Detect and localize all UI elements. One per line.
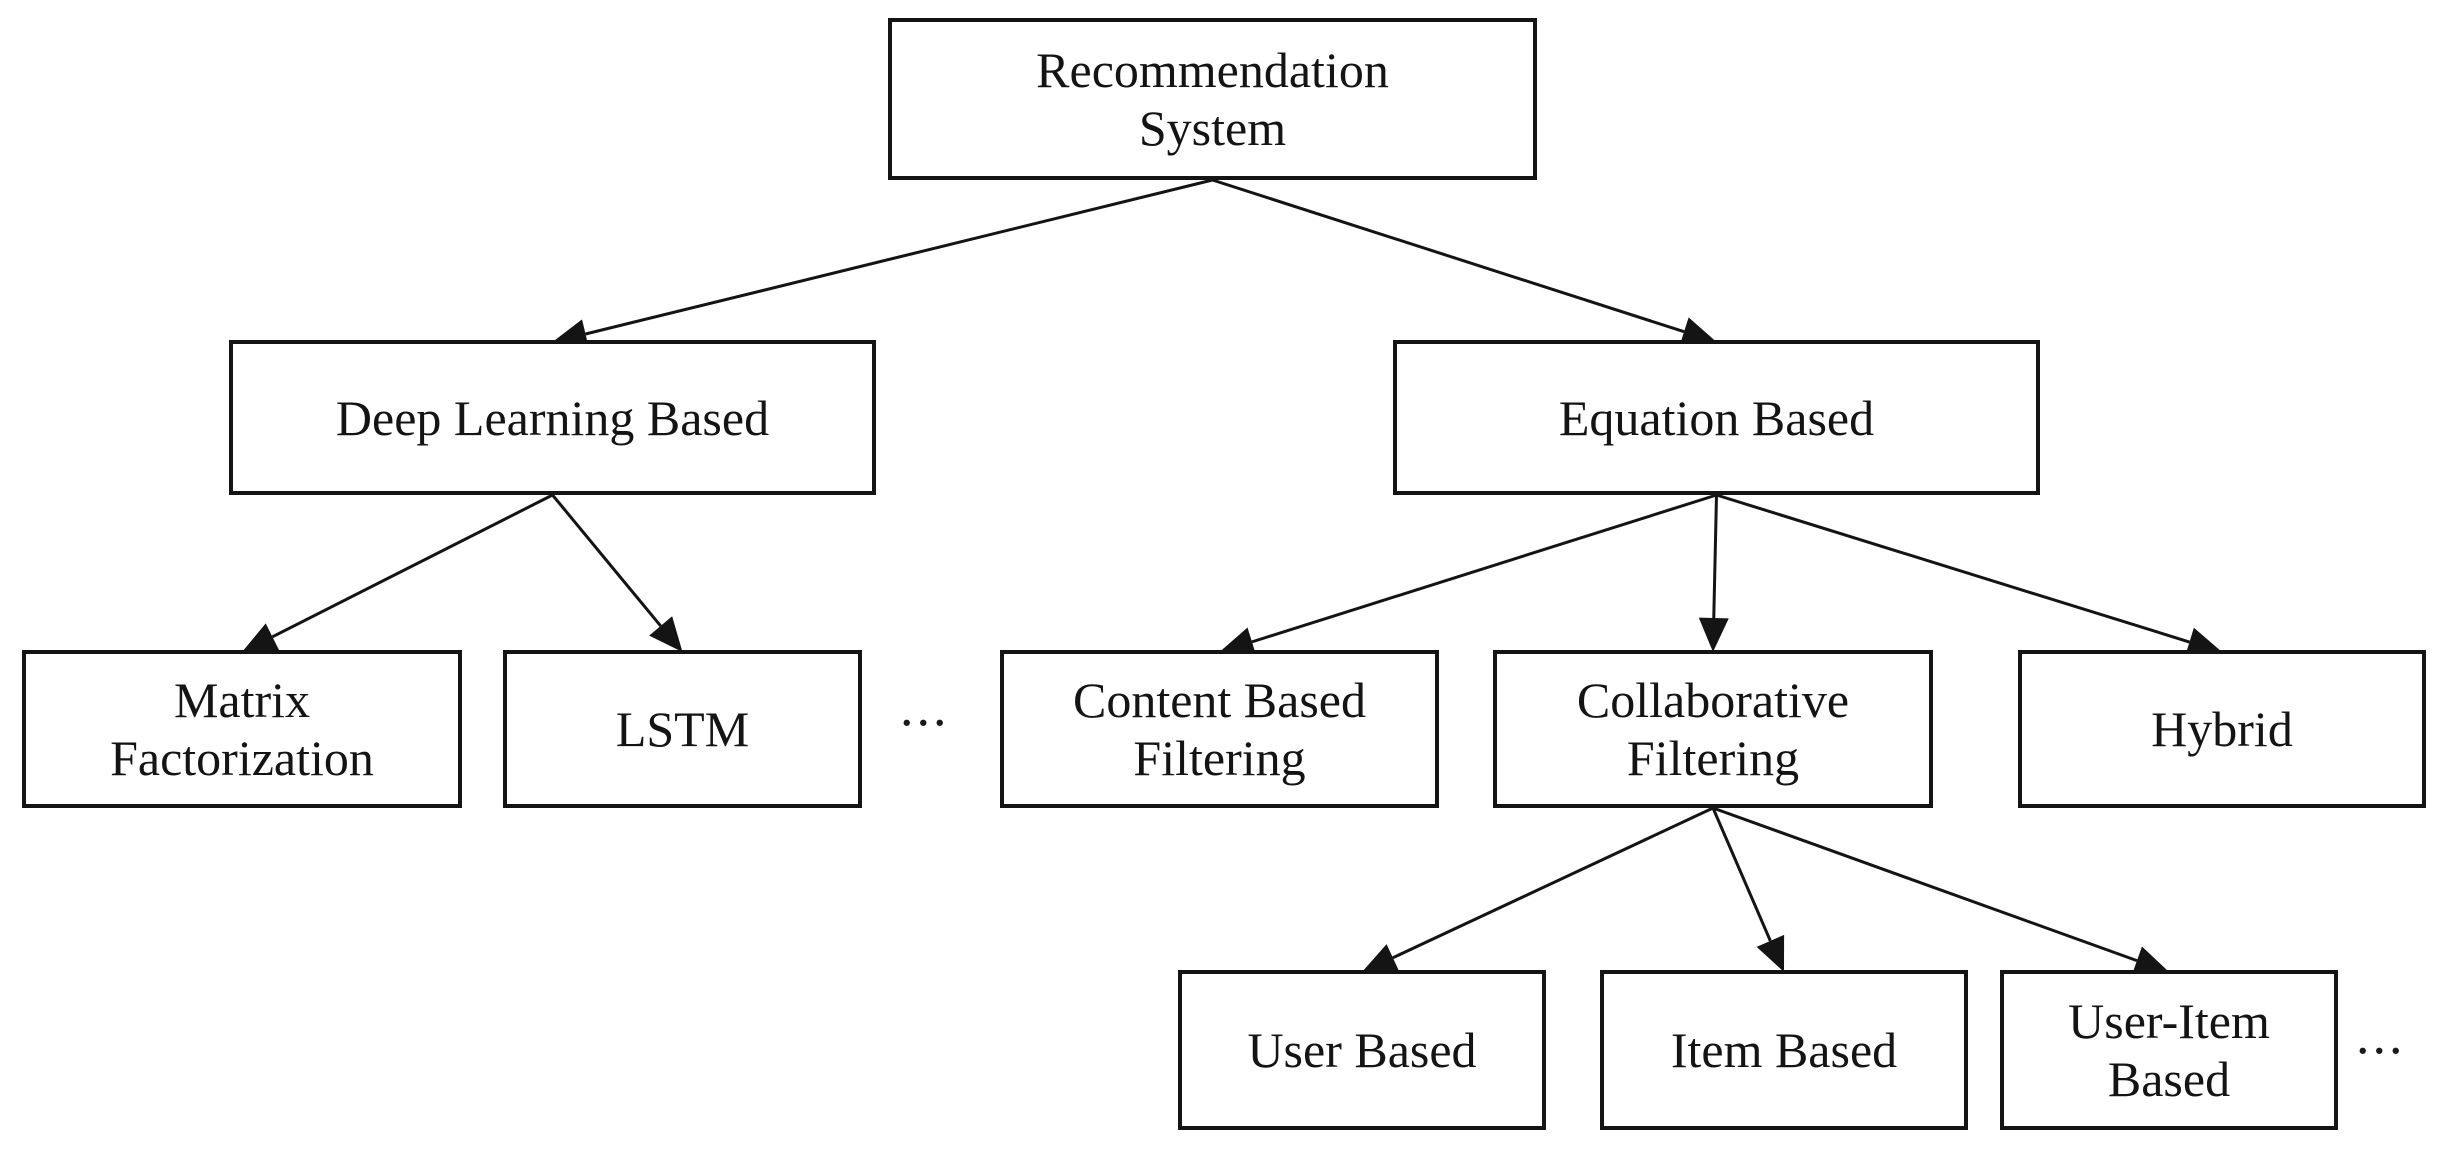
node-label: Item Based [1670,1022,1898,1078]
node-label: Collaborative Filtering [1576,672,1850,786]
edge-equation-to-hybrid [1716,493,2222,657]
node-label: Recommendation System [1036,42,1389,156]
node-root: Recommendation System [888,18,1537,180]
node-label: User-Item Based [2068,993,2270,1107]
node-label: User Based [1247,1022,1477,1078]
node-userbased: User Based [1178,970,1546,1130]
node-lstm: LSTM [503,650,862,808]
edge-root-to-deep [552,178,1213,349]
edge-equation-to-content [1219,493,1717,657]
node-deep: Deep Learning Based [229,340,876,495]
arrowhead-icon [1219,627,1257,657]
node-useritem: User-Item Based [2000,970,2338,1130]
arrowhead-icon [1679,317,1717,347]
node-content: Content Based Filtering [1000,650,1439,808]
ellipsis-deep-learning: ... [900,677,950,737]
node-itembased: Item Based [1600,970,1968,1130]
edge-equation-to-collab [1698,494,1729,652]
edge-collab-to-userbased [1362,806,1714,972]
edge-collab-to-useritem [1712,806,2169,975]
arrowhead-icon [1756,934,1785,972]
node-label: Matrix Factorization [110,672,374,786]
arrowhead-icon [649,616,683,652]
node-label: Content Based Filtering [1072,672,1367,786]
node-label: Equation Based [1558,389,1875,446]
arrowhead-icon [2185,627,2222,657]
node-equation: Equation Based [1393,340,2040,495]
arrowhead-icon [2131,946,2169,975]
edge-deep-to-matrix [242,493,554,652]
node-label: Hybrid [2151,701,2293,757]
edge-root-to-equation [1212,178,1717,347]
arrowhead-icon [1698,617,1729,652]
arrowhead-icon [1362,944,1400,972]
node-label: LSTM [615,701,750,757]
node-collab: Collaborative Filtering [1493,650,1933,808]
node-hybrid: Hybrid [2018,650,2426,808]
edge-collab-to-itembased [1711,807,1785,972]
edge-deep-to-lstm [551,494,683,652]
node-label: Deep Learning Based [335,389,770,446]
arrowhead-icon [242,623,280,652]
node-matrix: Matrix Factorization [22,650,462,808]
ellipsis-user-item: ... [2356,1005,2406,1065]
